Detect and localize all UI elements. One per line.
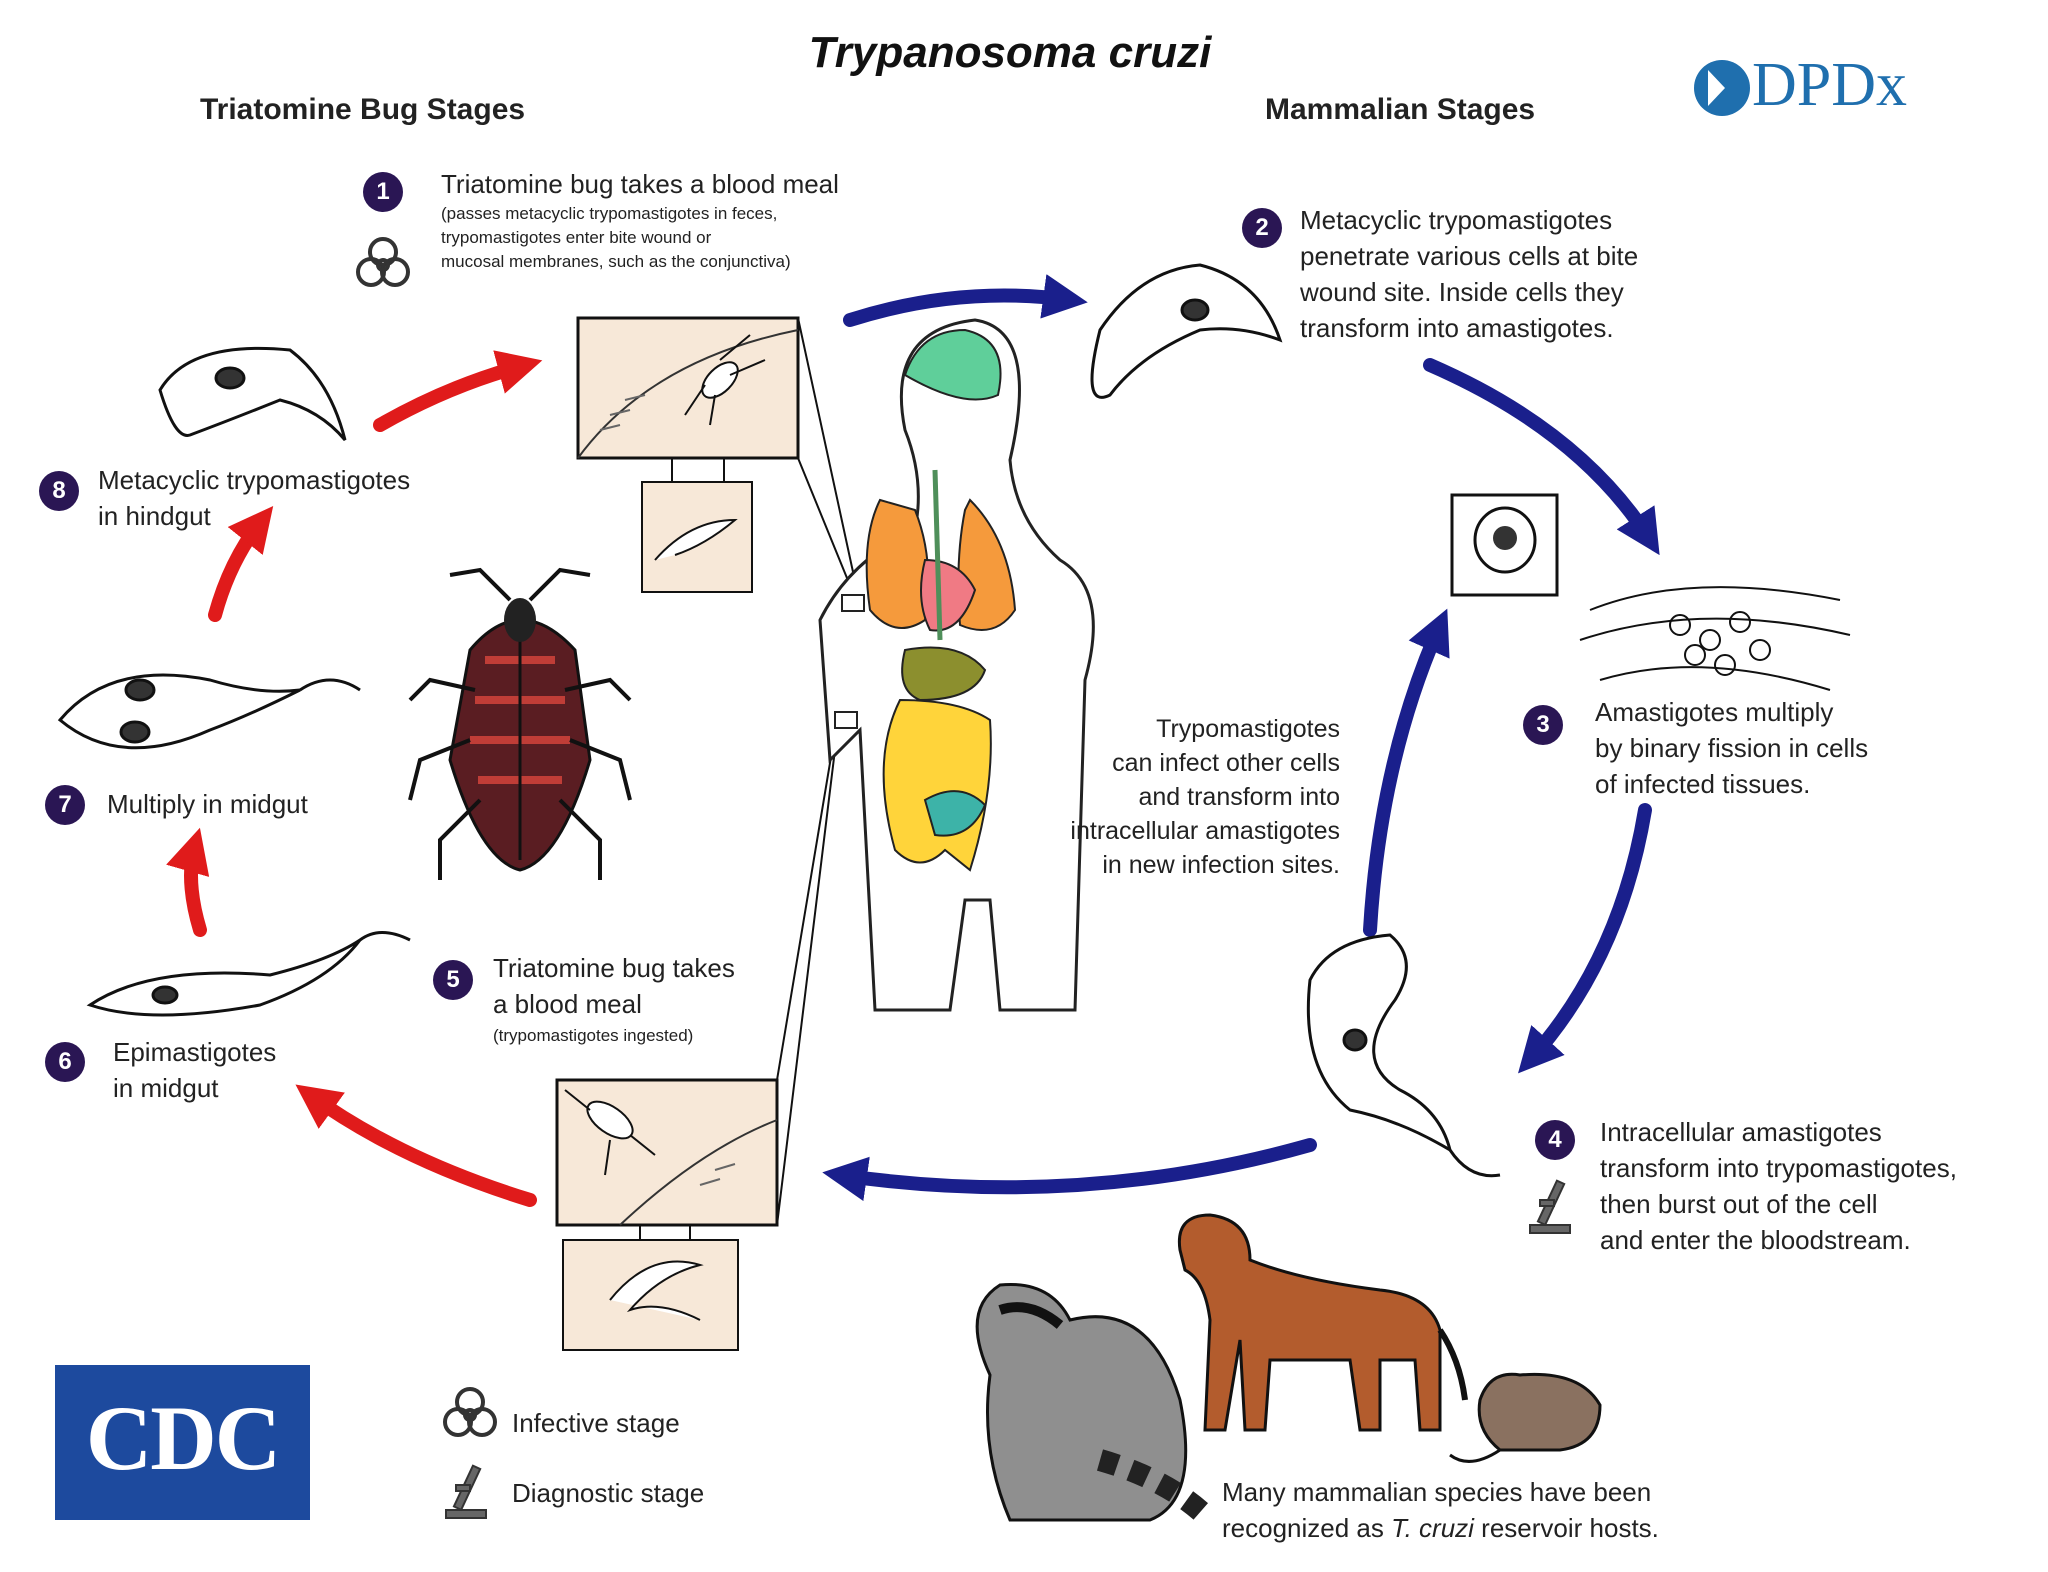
arrow-6-to-7 (166, 827, 210, 937)
step-badge-5: 5 (433, 960, 473, 1000)
step-1-detail: (passes metacyclic trypomastigotes in fe… (441, 204, 791, 271)
step-badge-2: 2 (1242, 208, 1282, 248)
heading-mammalian-stages: Mammalian Stages (1265, 93, 1536, 126)
step-badge-4: 4 (1535, 1120, 1575, 1160)
trypomastigote-step2 (1090, 263, 1283, 399)
cdc-logo-box (55, 1365, 310, 1520)
microscope-icon (445, 1464, 487, 1519)
step-badge-1: 1 (363, 172, 403, 212)
biohazard-icon (356, 237, 410, 287)
step-5-text: Triatomine bug takes a blood meal (493, 953, 735, 1019)
arrow-5-to-6 (295, 1084, 537, 1207)
microscope-icon (1529, 1179, 1571, 1234)
step-3-text: Amastigotes multiply by binary fission i… (1595, 697, 1869, 799)
dpdx-logo: DPDx (1752, 51, 1908, 119)
human-anatomy (818, 318, 1095, 1012)
biohazard-icon (443, 1387, 497, 1437)
step-7-text: Multiply in midgut (107, 789, 308, 819)
infected-tissue (1579, 586, 1851, 691)
raccoon (975, 1282, 1218, 1528)
arrow-1-to-2 (843, 274, 1088, 327)
arrow-7-to-8 (208, 506, 274, 622)
epimastigote-step6 (86, 931, 411, 1017)
step-badge-3: 3 (1523, 705, 1563, 745)
step-6-text: Epimastigotes in midgut (113, 1037, 277, 1103)
heading-bug-stages: Triatomine Bug Stages (200, 93, 526, 126)
bug-cycle-arrows (166, 350, 543, 1207)
bite-inset-top (576, 316, 859, 606)
step-badge-7: 7 (45, 785, 85, 825)
page-title: Trypanosoma cruzi (808, 28, 1212, 77)
epimastigotes-step7 (57, 673, 361, 750)
legend-diagnostic-label: Diagnostic stage (512, 1478, 705, 1508)
arrow-2-to-3 (1423, 358, 1660, 556)
amastigote-cell (1450, 493, 1559, 597)
mammalian-cycle-arrows (822, 274, 1660, 1202)
step-1-text: Triatomine bug takes a blood meal (441, 169, 839, 199)
arrow-4-to-5 (822, 1138, 1317, 1202)
cdc-logo: CDC (85, 1387, 281, 1489)
step-8-text: Metacyclic trypomastigotes in hindgut (98, 465, 411, 531)
step-badge-8: 8 (39, 471, 79, 511)
arrow-3-to-4 (1518, 803, 1652, 1074)
dpdx-logo-mark (1694, 60, 1750, 116)
step-badge-6: 6 (45, 1042, 85, 1082)
triatomine-bug (408, 567, 632, 880)
reservoir-note: Many mammalian species have been recogni… (1222, 1477, 1659, 1543)
step-5-detail: (trypomastigotes ingested) (493, 1026, 694, 1045)
arrow-8-to-1 (373, 350, 543, 432)
trypomastigote-step8 (158, 346, 347, 441)
legend-infective-label: Infective stage (512, 1408, 680, 1438)
step-4-text: Intracellular amastigotes transform into… (1600, 1117, 1957, 1255)
rodent (1449, 1372, 1602, 1463)
center-note: Trypomastigotes can infect other cells a… (1070, 715, 1340, 879)
step-2-text: Metacyclic trypomastigotes penetrate var… (1300, 205, 1639, 343)
arrow-4-to-3 (1363, 608, 1450, 937)
dog (1177, 1213, 1468, 1432)
trypomastigote-step4 (1306, 933, 1501, 1178)
bite-inset-bottom (555, 714, 839, 1351)
